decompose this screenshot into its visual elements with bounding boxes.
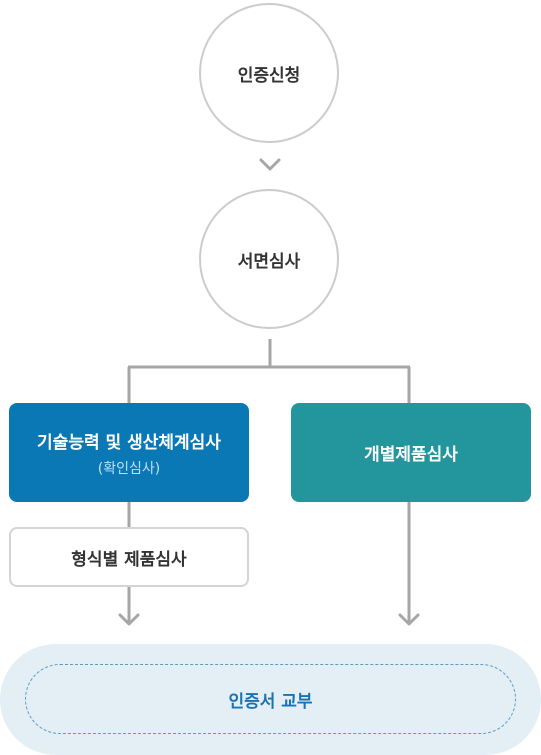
step-application-label: 인증신청	[237, 65, 301, 86]
arrow-down-icon	[118, 613, 140, 626]
step-document-review-circle: 서면심사	[199, 189, 339, 329]
step-tech-review-title: 기술능력 및 생산체계심사	[37, 432, 221, 453]
step-certificate-label: 인증서 교부	[228, 691, 313, 712]
chevron-down-icon	[259, 158, 281, 171]
step-type-review-box: 형식별 제품심사	[9, 527, 249, 587]
step-certificate-container: 인증서 교부	[0, 644, 541, 755]
step-individual-review-box: 개별제품심사	[291, 403, 531, 502]
step-tech-review-box: 기술능력 및 생산체계심사 (확인심사)	[9, 403, 249, 502]
step-individual-review-label: 개별제품심사	[364, 445, 458, 465]
step-tech-review-subtitle: (확인심사)	[97, 460, 161, 477]
step-type-review-label: 형식별 제품심사	[71, 549, 187, 570]
step-application-circle: 인증신청	[199, 3, 339, 143]
arrow-down-icon	[398, 613, 420, 626]
step-certificate-dashed-box: 인증서 교부	[25, 664, 516, 734]
step-document-review-label: 서면심사	[237, 251, 301, 272]
